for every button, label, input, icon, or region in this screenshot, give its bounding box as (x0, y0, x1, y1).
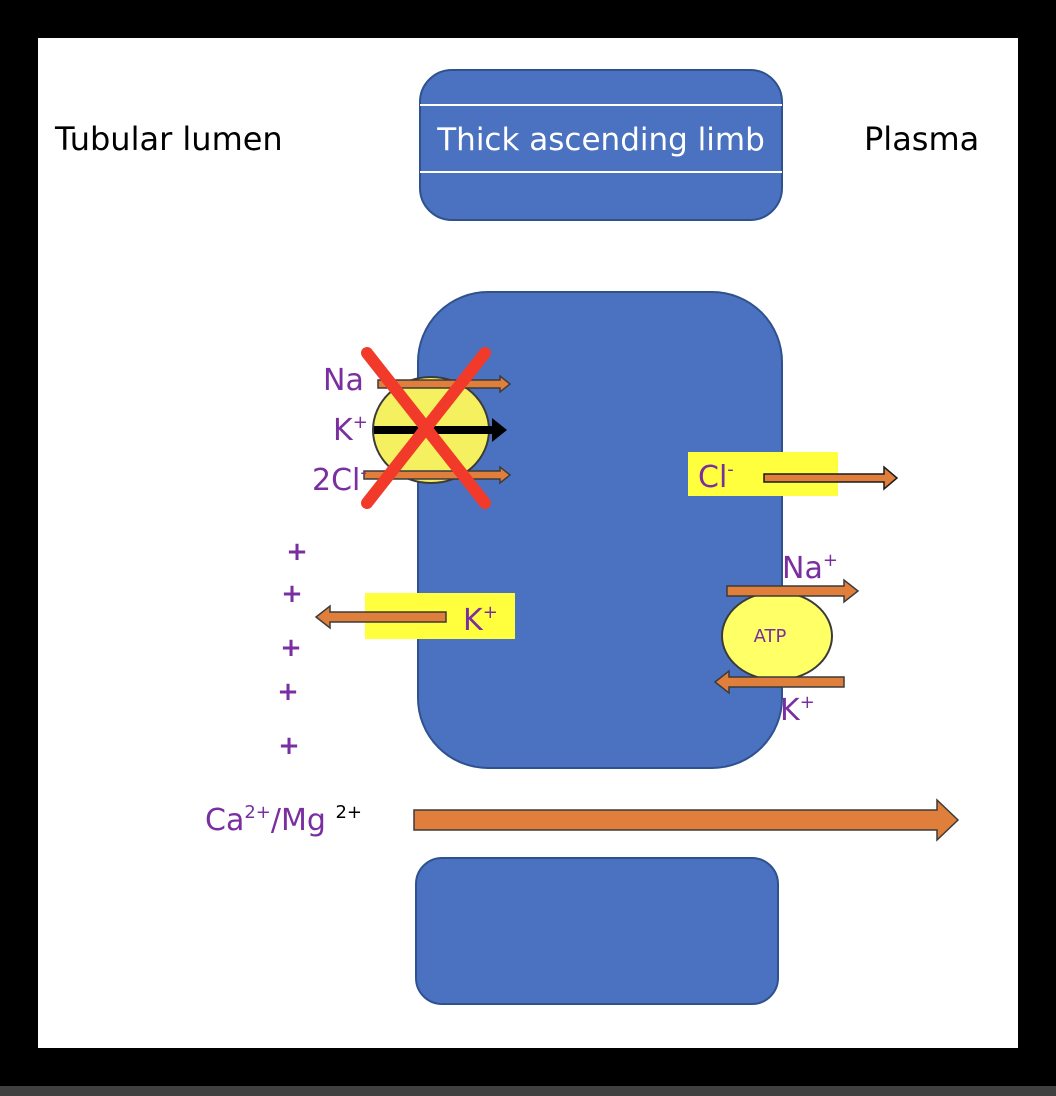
ca-mg-label: Ca2+/Mg 2+ (205, 802, 362, 838)
plasma-label: Plasma (864, 120, 979, 158)
na-efflux-arrow (726, 578, 860, 604)
positive-charge-4: + (277, 677, 299, 707)
pump-na-label: Na+ (782, 550, 838, 586)
paracellular-ca-mg-arrow (413, 798, 960, 842)
atp-label: ATP (754, 626, 787, 647)
main-cell (417, 291, 783, 769)
segment-title: Thick ascending limb (436, 122, 765, 158)
positive-charge-5: + (278, 731, 300, 761)
k-channel-label: K+ (463, 602, 498, 638)
pump-k-label: K+ (780, 692, 815, 728)
na-label: Na (323, 363, 364, 398)
k-label: K+ (333, 412, 368, 448)
cl-channel-label: Cl- (698, 459, 734, 495)
cl-efflux-arrow (763, 465, 899, 491)
positive-charge-1: + (286, 537, 308, 567)
top-cell (419, 69, 783, 221)
positive-charge-3: + (280, 633, 302, 663)
diagram-svg: Tubular lumen Plasma Thick ascending lim… (54, 69, 979, 1005)
bottom-bar (0, 1086, 1056, 1096)
diagram-canvas: Tubular lumen Plasma Thick ascending lim… (38, 38, 1018, 1048)
k-influx-arrow (374, 418, 507, 442)
k-recycling-arrow (314, 604, 447, 630)
cl-label: 2Cl- (312, 462, 367, 498)
bottom-cell (415, 857, 779, 1005)
positive-charge-2: + (281, 579, 303, 609)
lumen-label: Tubular lumen (54, 120, 283, 158)
inhibition-cross-stroke-2 (361, 347, 491, 509)
k-influx-pump-arrow (713, 669, 845, 695)
